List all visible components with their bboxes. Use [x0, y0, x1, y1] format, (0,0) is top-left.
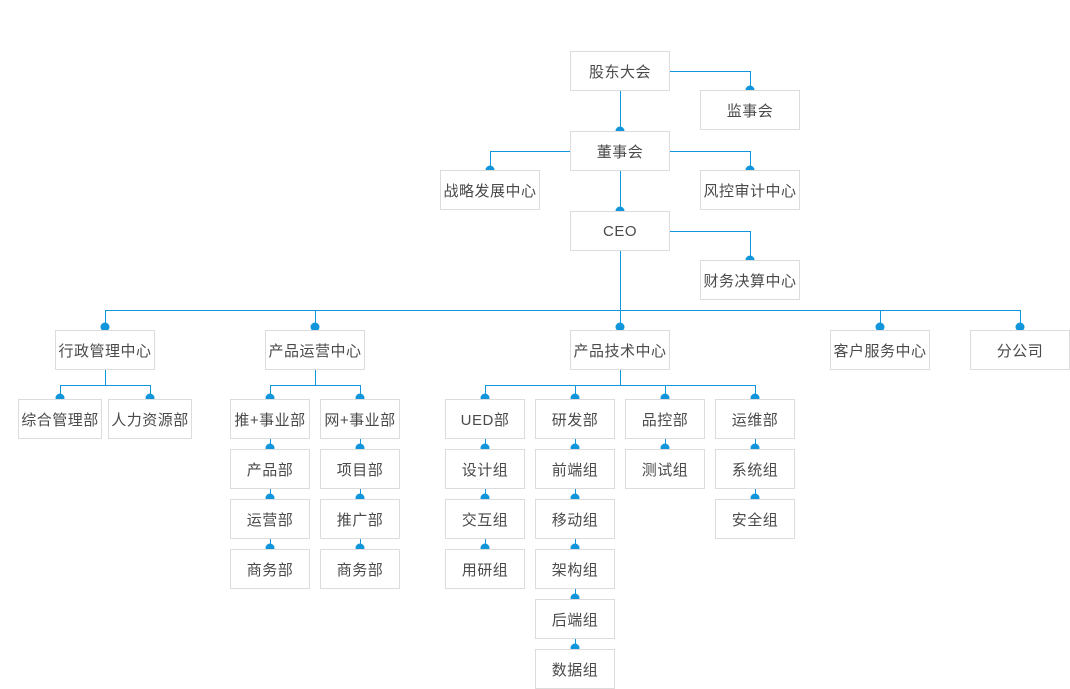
connector-dot [570, 443, 580, 453]
node-admin-management-center[interactable]: 行政管理中心 [55, 330, 155, 370]
node-board-of-directors[interactable]: 董事会 [570, 131, 670, 171]
node-strategy-development-center[interactable]: 战略发展中心 [440, 170, 540, 210]
connector-line [270, 385, 271, 399]
connector-bus [270, 385, 360, 386]
connector-dot [265, 443, 275, 453]
connector-line [755, 385, 756, 399]
connector-dot [480, 543, 490, 553]
node-business-dept[interactable]: 商务部 [230, 549, 310, 589]
connector-line [485, 385, 486, 399]
connector-dot [615, 322, 625, 332]
connector-line [670, 231, 750, 232]
connector-dot [570, 593, 580, 603]
node-project-dept[interactable]: 项目部 [320, 449, 400, 489]
node-tui-plus-division[interactable]: 推+事业部 [230, 399, 310, 439]
node-customer-service-center[interactable]: 客户服务中心 [830, 330, 930, 370]
connector-dot [265, 493, 275, 503]
connector-bus [485, 385, 755, 386]
connector-bus [105, 310, 1020, 311]
connector-line [880, 310, 881, 330]
node-wang-plus-division[interactable]: 网+事业部 [320, 399, 400, 439]
node-user-research-group[interactable]: 用研组 [445, 549, 525, 589]
node-design-group[interactable]: 设计组 [445, 449, 525, 489]
connector-line [490, 151, 570, 152]
node-security-group[interactable]: 安全组 [715, 499, 795, 539]
connector-line [620, 370, 621, 385]
node-rd-dept[interactable]: 研发部 [535, 399, 615, 439]
connector-dot [660, 443, 670, 453]
connector-line [360, 385, 361, 399]
node-branch-company[interactable]: 分公司 [970, 330, 1070, 370]
connector-dot [570, 493, 580, 503]
connector-dot [750, 393, 760, 403]
node-qc-dept[interactable]: 品控部 [625, 399, 705, 439]
connector-line [620, 251, 621, 311]
connector-dot [265, 393, 275, 403]
connector-dot [750, 493, 760, 503]
connector-dot [570, 393, 580, 403]
connector-dot [570, 543, 580, 553]
node-finance-settlement-center[interactable]: 财务决算中心 [700, 260, 800, 300]
connector-line [750, 151, 751, 170]
connector-dot [355, 443, 365, 453]
connector-line [620, 171, 621, 211]
connector-line [575, 385, 576, 399]
node-ceo[interactable]: CEO [570, 211, 670, 251]
node-ued-dept[interactable]: UED部 [445, 399, 525, 439]
connector-line [315, 310, 316, 330]
node-architecture-group[interactable]: 架构组 [535, 549, 615, 589]
connector-dot [570, 643, 580, 653]
connector-line [620, 91, 621, 131]
connector-line [620, 310, 621, 330]
connector-dot [480, 393, 490, 403]
connector-line [105, 370, 106, 385]
node-product-technology-center[interactable]: 产品技术中心 [570, 330, 670, 370]
connector-dot [1015, 322, 1025, 332]
node-interaction-group[interactable]: 交互组 [445, 499, 525, 539]
connector-line [670, 151, 750, 152]
connector-bus [60, 385, 150, 386]
connector-line [1020, 310, 1021, 330]
node-product-dept[interactable]: 产品部 [230, 449, 310, 489]
node-ops-dept[interactable]: 运维部 [715, 399, 795, 439]
node-backend-group[interactable]: 后端组 [535, 599, 615, 639]
node-product-operation-center[interactable]: 产品运营中心 [265, 330, 365, 370]
connector-line [315, 370, 316, 385]
connector-dot [660, 393, 670, 403]
node-risk-audit-center[interactable]: 风控审计中心 [700, 170, 800, 210]
node-supervisory-board[interactable]: 监事会 [700, 90, 800, 130]
connector-dot [355, 393, 365, 403]
node-testing-group[interactable]: 测试组 [625, 449, 705, 489]
node-data-group[interactable]: 数据组 [535, 649, 615, 689]
connector-dot [145, 393, 155, 403]
connector-dot [875, 322, 885, 332]
node-human-resources-dept[interactable]: 人力资源部 [108, 399, 192, 439]
node-general-management-dept[interactable]: 综合管理部 [18, 399, 102, 439]
connector-line [750, 231, 751, 260]
connector-dot [750, 443, 760, 453]
node-operation-dept[interactable]: 运营部 [230, 499, 310, 539]
node-business-dept-2[interactable]: 商务部 [320, 549, 400, 589]
connector-line [60, 385, 61, 399]
node-shareholders-meeting[interactable]: 股东大会 [570, 51, 670, 91]
connector-line [670, 71, 750, 72]
connector-line [665, 385, 666, 399]
connector-line [490, 151, 491, 170]
connector-dot [480, 443, 490, 453]
connector-dot [100, 322, 110, 332]
connector-line [105, 310, 106, 330]
connector-dot [355, 493, 365, 503]
connector-dot [55, 393, 65, 403]
connector-line [750, 71, 751, 90]
connector-dot [310, 322, 320, 332]
node-mobile-group[interactable]: 移动组 [535, 499, 615, 539]
node-system-group[interactable]: 系统组 [715, 449, 795, 489]
connector-line [150, 385, 151, 399]
node-promotion-dept[interactable]: 推广部 [320, 499, 400, 539]
connector-dot [355, 543, 365, 553]
node-frontend-group[interactable]: 前端组 [535, 449, 615, 489]
connector-dot [480, 493, 490, 503]
connector-dot [265, 543, 275, 553]
